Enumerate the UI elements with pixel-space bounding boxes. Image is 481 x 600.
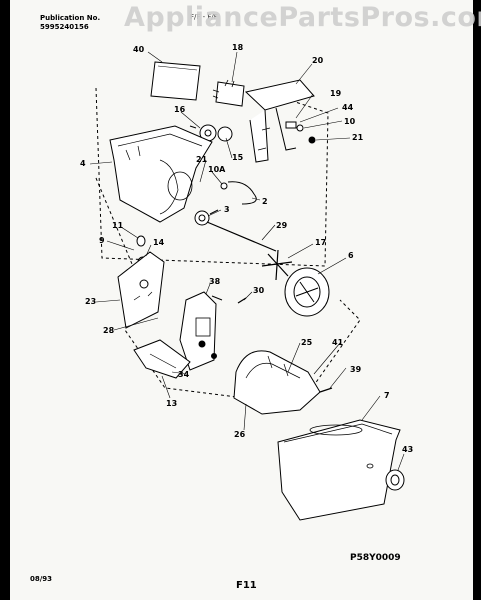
callout: 13	[166, 399, 177, 408]
part-21-screw	[308, 136, 316, 144]
publication-number: 5995240156	[40, 23, 89, 31]
callout: 34	[178, 370, 190, 379]
part-29-shaft	[206, 221, 277, 252]
part-13-chute	[133, 339, 191, 379]
callout: 4	[80, 159, 86, 168]
part-17-blade	[261, 249, 293, 281]
callout: 44	[342, 103, 354, 112]
part-40-panel	[150, 61, 201, 101]
part-43-cap	[385, 469, 405, 491]
revision-date: 08/93	[30, 575, 53, 583]
part-10	[296, 124, 304, 132]
part-18-switch	[215, 81, 245, 107]
callout: 40	[133, 45, 145, 54]
callout: 21	[196, 155, 208, 164]
callout: 14	[153, 238, 165, 247]
callout: 41	[332, 338, 344, 347]
callout: 39	[350, 365, 362, 374]
page-number: F11	[236, 580, 257, 591]
callout: 20	[312, 56, 324, 65]
callout: 6	[348, 251, 354, 260]
publication-label: Publication No.	[40, 14, 101, 22]
callout-labels: 40 18 20 16 19 44 10 15 21 4 21 10A 2 3 …	[80, 43, 413, 454]
callout: 10	[344, 117, 356, 126]
scan-border-right	[473, 0, 481, 600]
callout: 15	[232, 153, 244, 162]
part-20-bracket	[244, 79, 315, 111]
part-23-plate	[117, 251, 165, 329]
callout: 16	[174, 105, 186, 114]
diagram-code: P58Y0009	[350, 553, 401, 563]
part-19	[285, 121, 297, 129]
callout: 9	[99, 236, 105, 245]
callout: 7	[384, 391, 390, 400]
callout: 38	[209, 277, 221, 286]
callout: 29	[276, 221, 288, 230]
callout: 30	[253, 286, 265, 295]
callout: 11	[112, 221, 124, 230]
callout: 3	[224, 205, 230, 214]
callout: 2	[262, 197, 268, 206]
callout: 18	[232, 43, 244, 52]
callout: 25	[301, 338, 313, 347]
callout: 28	[103, 326, 115, 335]
callout: 19	[330, 89, 342, 98]
part-25-housing	[233, 350, 321, 415]
part-11	[136, 235, 146, 247]
callout: 43	[402, 445, 413, 454]
callout: 21	[352, 133, 364, 142]
part-2-wire	[227, 181, 257, 205]
callout: 26	[234, 430, 246, 439]
publication-block: Publication No. 5995240156	[40, 14, 100, 32]
watermark: AppliancePartsPros.com	[124, 2, 481, 33]
scan-border-left	[0, 0, 10, 600]
callout: 17	[315, 238, 326, 247]
callout: 23	[85, 297, 96, 306]
part-3-gear	[194, 210, 210, 226]
part-15-bulb	[217, 126, 233, 142]
callout: 10A	[208, 165, 226, 174]
part-4-housing	[109, 125, 213, 223]
model-header: F/F - F/F	[190, 13, 218, 21]
